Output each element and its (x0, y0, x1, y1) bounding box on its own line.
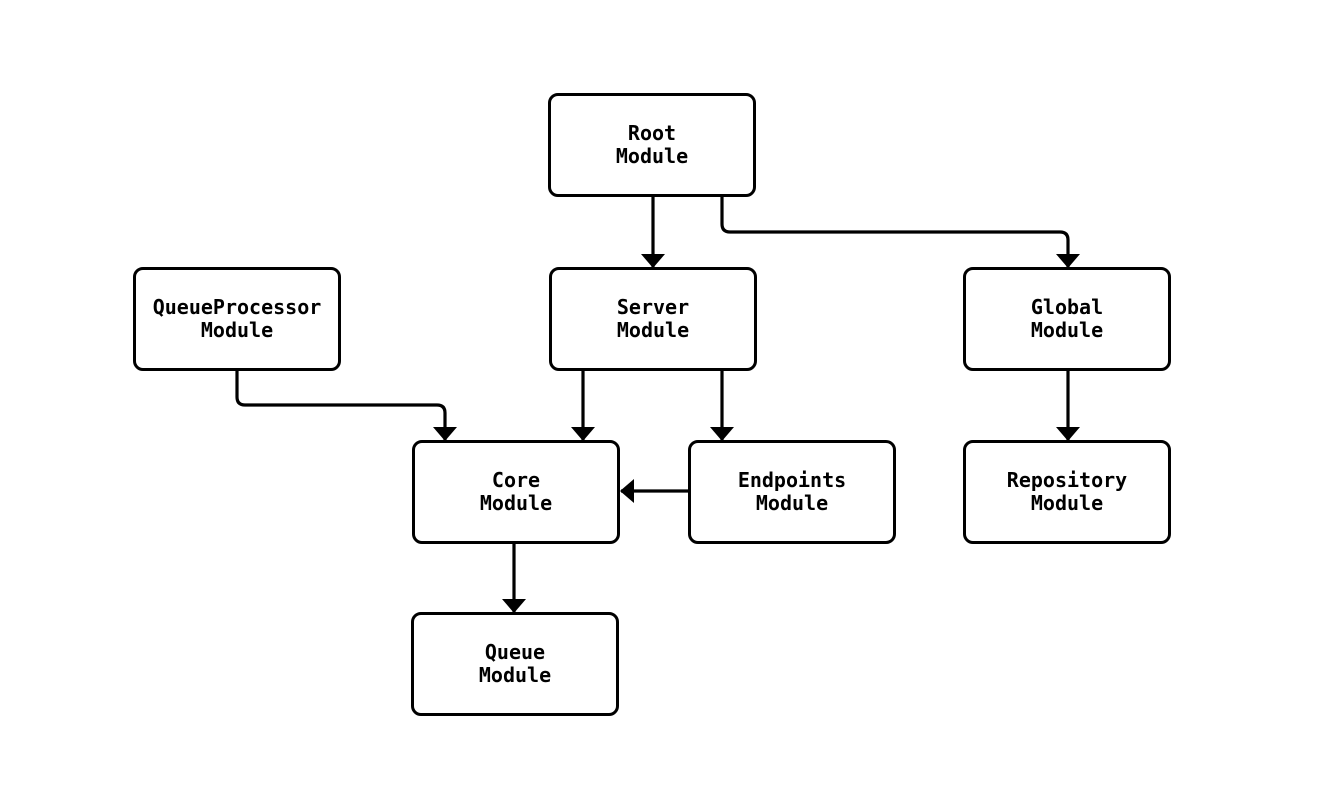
node-global-module: Global Module (963, 267, 1171, 371)
node-queue-module: Queue Module (411, 612, 619, 716)
node-endpoints-module: Endpoints Module (688, 440, 896, 544)
node-core-module: Core Module (412, 440, 620, 544)
node-repository-module: Repository Module (963, 440, 1171, 544)
node-queueprocessor-module: QueueProcessor Module (133, 267, 341, 371)
edge-root-to-global (720, 197, 1080, 268)
node-root-module: Root Module (548, 93, 756, 197)
edge-queueprocessor-to-core (235, 371, 457, 441)
node-server-module: Server Module (549, 267, 757, 371)
